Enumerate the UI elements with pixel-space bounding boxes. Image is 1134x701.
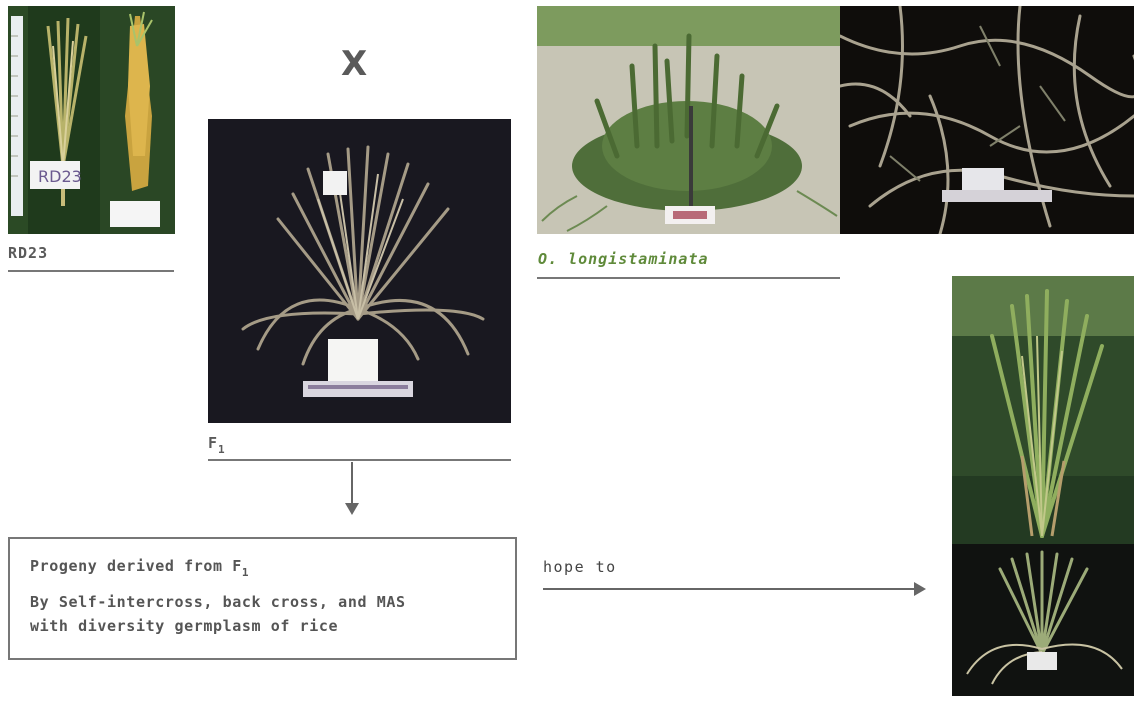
down-arrow-shaft — [351, 462, 353, 504]
f1-label-sub: 1 — [218, 443, 226, 456]
down-arrow-head — [345, 503, 359, 515]
f1-underline — [208, 459, 511, 461]
progeny-line-1-main: Progeny derived from F — [30, 557, 242, 575]
svg-text:RD23: RD23 — [38, 167, 82, 186]
rd23-panicle-photo: RD23 — [8, 6, 100, 234]
progeny-line-1: Progeny derived from F1 — [30, 557, 249, 575]
o-longistaminata-underline — [537, 277, 840, 279]
progeny-line-3: with diversity germplasm of rice — [30, 617, 338, 635]
progeny-box: Progeny derived from F1 By Self-intercro… — [8, 537, 517, 660]
progeny-line-2: By Self-intercross, back cross, and MAS — [30, 593, 406, 611]
hope-to-text: hope to — [543, 558, 617, 576]
target-field-plant-photo — [952, 276, 1134, 544]
progeny-line-1-sub: 1 — [242, 566, 249, 579]
f1-plant-photo — [208, 119, 511, 423]
target-uprooted-plant-photo — [952, 544, 1134, 696]
o-longistaminata-stolon-photo — [840, 6, 1134, 234]
f1-label: F1 — [208, 434, 226, 452]
f1-label-main: F — [208, 434, 218, 452]
o-longistaminata-label: O. longistaminata — [538, 250, 709, 268]
hope-arrow-shaft — [543, 588, 915, 590]
hope-arrow-head — [914, 582, 926, 596]
rd23-underline — [8, 270, 174, 272]
o-longistaminata-plant-photo — [537, 6, 840, 234]
cross-symbol: X — [341, 44, 367, 84]
rd23-seed-photo — [100, 6, 175, 234]
rd23-label: RD23 — [8, 244, 48, 262]
